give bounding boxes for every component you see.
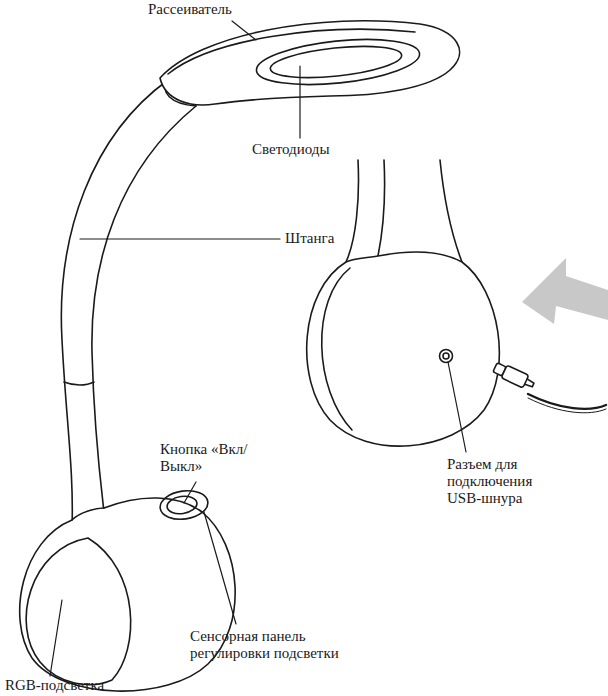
stem-stub	[440, 160, 462, 262]
leader-lines	[50, 21, 466, 676]
lamp-base	[72, 508, 104, 520]
stem-stub	[346, 160, 359, 262]
part-label: Штанга	[285, 230, 375, 247]
stem-stub	[378, 160, 385, 256]
insert-arrow	[522, 258, 608, 324]
lamp-base	[20, 498, 235, 691]
usb-plug	[492, 361, 536, 391]
part-label: RGB-подсветка	[5, 677, 145, 694]
diffuser	[160, 21, 460, 105]
usb-cable	[528, 394, 606, 409]
led-panel	[269, 41, 403, 83]
part-label: Сенсорная панель регулировки подсветки	[190, 628, 340, 662]
stem-joint	[64, 382, 94, 385]
part-label: Разъем для подключения USB-шнура	[447, 456, 547, 507]
stem-outline	[61, 80, 168, 528]
power-button	[166, 494, 198, 515]
part-label: Кнопка «Вкл/Выкл»	[160, 441, 264, 475]
touch-panel	[158, 488, 209, 522]
rgb-face	[26, 538, 131, 685]
usb-socket	[440, 350, 453, 363]
usb-cable	[528, 398, 606, 413]
usb-socket	[443, 353, 449, 359]
base-detail	[307, 252, 500, 446]
part-label: Рассеиватель	[148, 1, 278, 18]
rgb-face-detail	[322, 268, 352, 430]
led-ring	[254, 33, 421, 92]
part-label: Светодиоды	[252, 141, 372, 158]
diffuser-edge	[168, 29, 415, 74]
